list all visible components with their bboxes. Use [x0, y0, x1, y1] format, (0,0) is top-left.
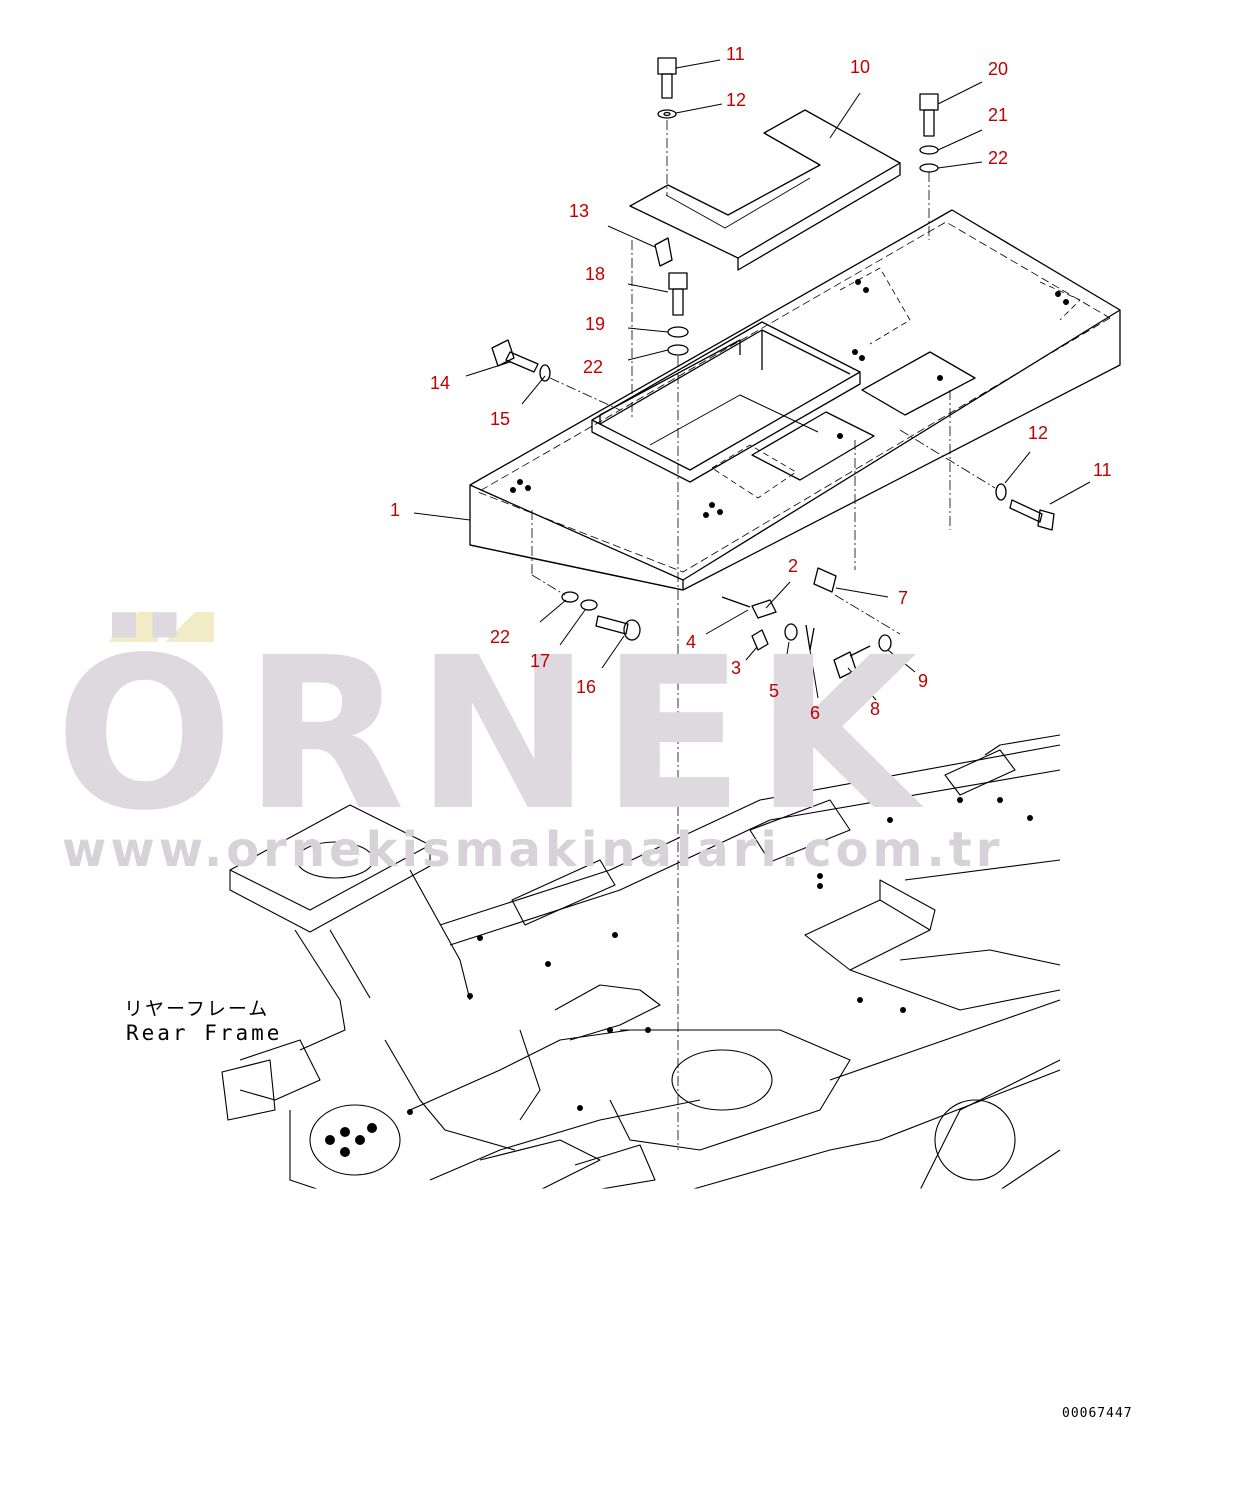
callout-10: 10 — [850, 57, 871, 77]
top-plate — [629, 109, 901, 271]
bracket-13 — [654, 237, 673, 267]
cover-box — [469, 209, 1121, 591]
callout-16: 16 — [576, 677, 597, 697]
callout-9: 9 — [918, 671, 929, 691]
rear-frame-label-en: Rear Frame — [126, 1021, 283, 1045]
callout-11-right: 11 — [1093, 460, 1112, 480]
line-art — [221, 57, 1121, 1192]
callout-4: 4 — [686, 632, 697, 652]
callout-8: 8 — [870, 699, 881, 719]
callout-11-top: 11 — [726, 44, 745, 64]
callout-20: 20 — [988, 59, 1009, 79]
bolt-20 — [919, 93, 939, 173]
callout-22-bottom: 22 — [490, 627, 511, 647]
callout-5: 5 — [769, 681, 780, 701]
callout-13: 13 — [569, 201, 590, 221]
callout-18: 18 — [585, 264, 606, 284]
watermark-accent-left — [108, 612, 158, 642]
rear-frame — [221, 734, 1061, 1192]
bolt-16 — [561, 591, 641, 641]
callout-17: 17 — [530, 651, 551, 671]
callout-22-top: 22 — [988, 148, 1009, 168]
callout-6: 6 — [810, 703, 821, 723]
callout-2: 2 — [788, 556, 799, 576]
callout-22-middle: 22 — [583, 357, 604, 377]
bolt-11-top — [657, 57, 677, 119]
callout-leaders — [413, 59, 1091, 701]
bolt-14 — [491, 339, 551, 382]
callout-21: 21 — [988, 105, 1009, 125]
fastener-dots — [325, 279, 1069, 1157]
watermark-accent-right — [165, 612, 214, 642]
callout-14: 14 — [430, 373, 451, 393]
callout-15: 15 — [490, 409, 511, 429]
callout-1: 1 — [390, 500, 401, 520]
lock-parts — [721, 567, 892, 679]
callout-7: 7 — [898, 588, 909, 608]
callout-19: 19 — [585, 314, 606, 334]
assembly-lines — [531, 120, 996, 1150]
rear-frame-label-jp: リヤーフレーム — [124, 998, 270, 1020]
callout-12-top: 12 — [726, 90, 747, 110]
bolt-18 — [667, 272, 689, 356]
callout-12-right: 12 — [1028, 423, 1049, 443]
drawing-number: 00067447 — [1062, 1406, 1133, 1421]
bolt-11-right — [995, 483, 1055, 531]
callout-3: 3 — [731, 658, 742, 678]
